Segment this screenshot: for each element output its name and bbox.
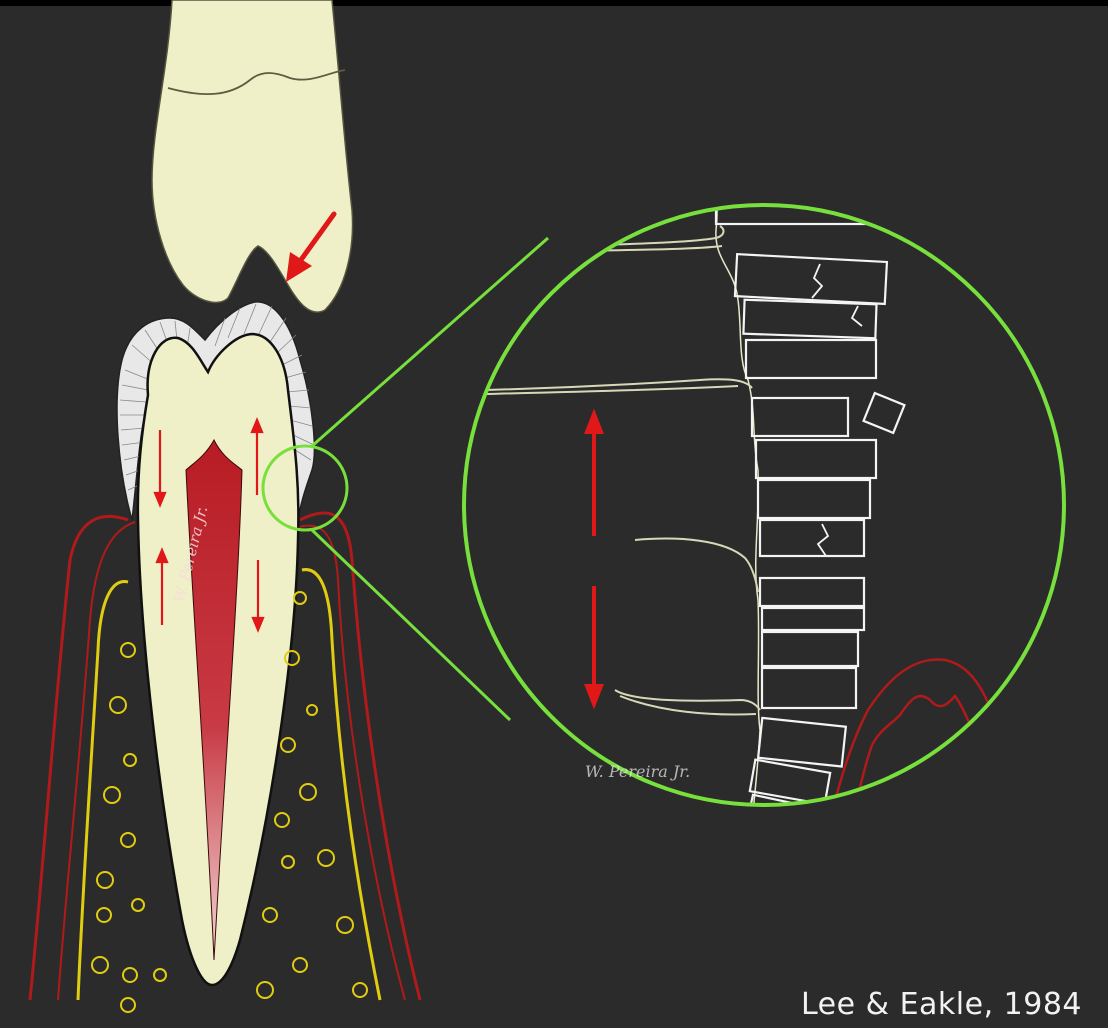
bone-crest-left xyxy=(78,582,128,1000)
gingiva-right xyxy=(300,513,420,1000)
citation-text: Lee & Eakle, 1984 xyxy=(801,987,1082,1022)
watermark-zoom: W. Pereira Jr. xyxy=(585,762,690,781)
top-border xyxy=(0,0,1108,6)
lower-tooth xyxy=(117,302,314,985)
opposing-tooth xyxy=(152,0,353,312)
